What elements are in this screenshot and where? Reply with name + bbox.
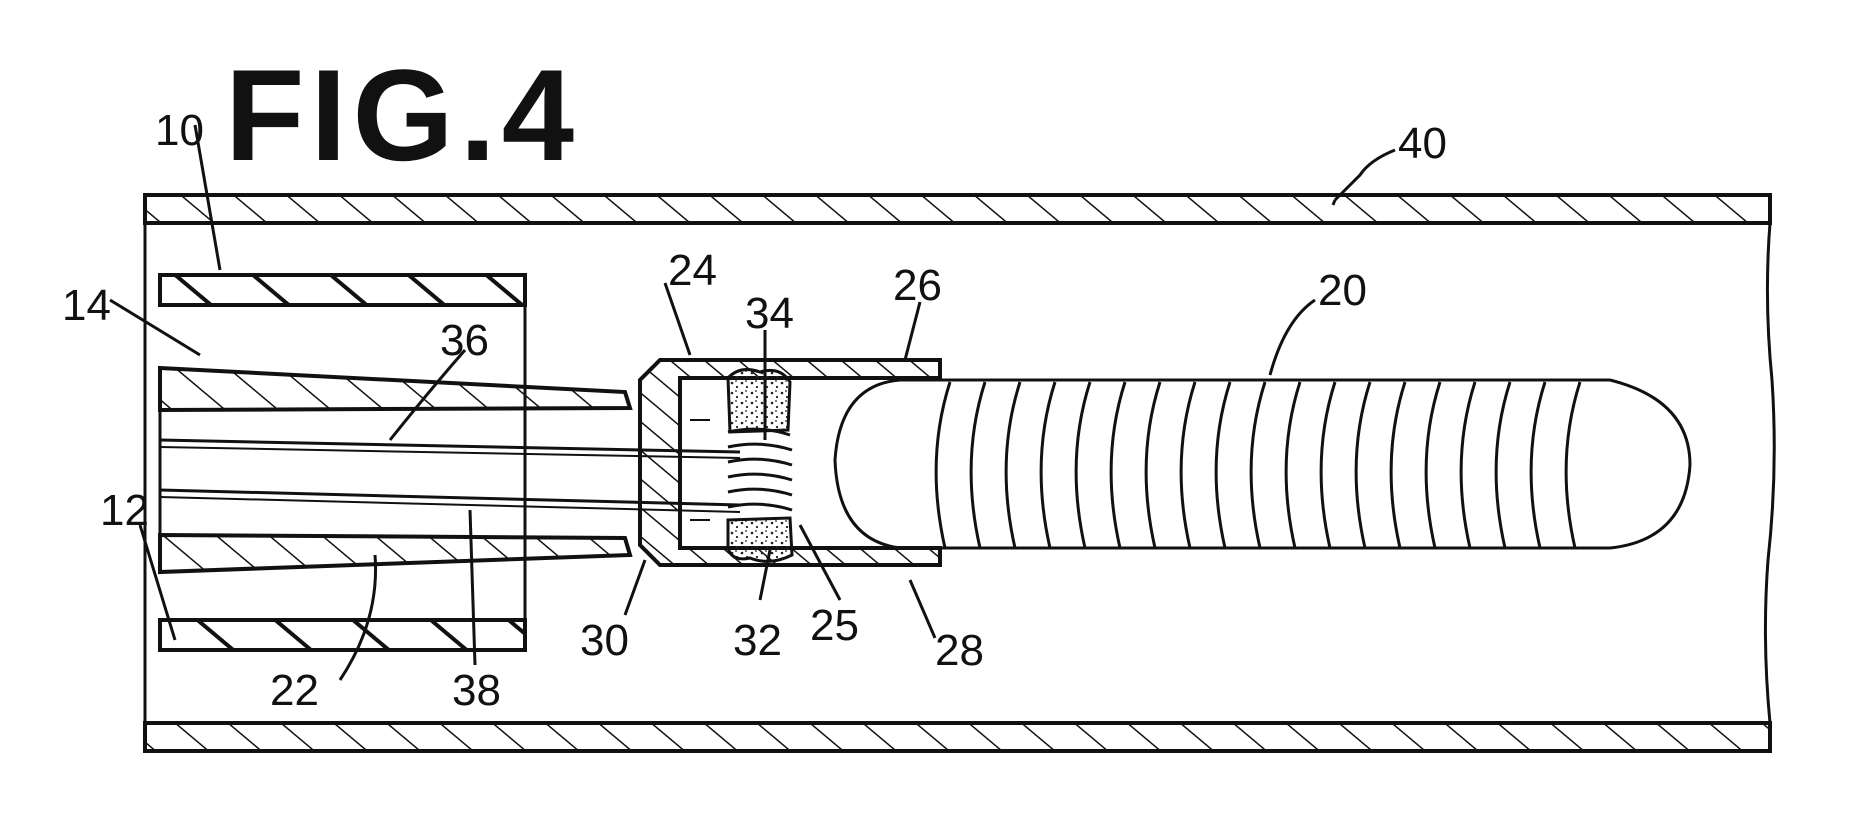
label-24: 24 — [668, 246, 717, 295]
adhesive-plugs — [728, 370, 792, 562]
label-22: 22 — [270, 666, 319, 715]
label-26: 26 — [893, 261, 942, 310]
label-40: 40 — [1398, 119, 1447, 168]
label-14: 14 — [62, 281, 111, 330]
small-coil — [728, 429, 792, 510]
label-10: 10 — [155, 106, 204, 155]
large-coil — [835, 380, 1690, 548]
label-20: 20 — [1318, 266, 1367, 315]
label-30: 30 — [580, 616, 629, 665]
inner-catheter — [160, 368, 630, 572]
label-28: 28 — [935, 626, 984, 675]
label-25: 25 — [810, 601, 859, 650]
label-32: 32 — [733, 616, 782, 665]
figure-title: FIG.4 — [225, 42, 580, 188]
label-12: 12 — [100, 486, 149, 535]
label-38: 38 — [452, 666, 501, 715]
label-34: 34 — [745, 289, 794, 338]
label-36: 36 — [440, 316, 489, 365]
